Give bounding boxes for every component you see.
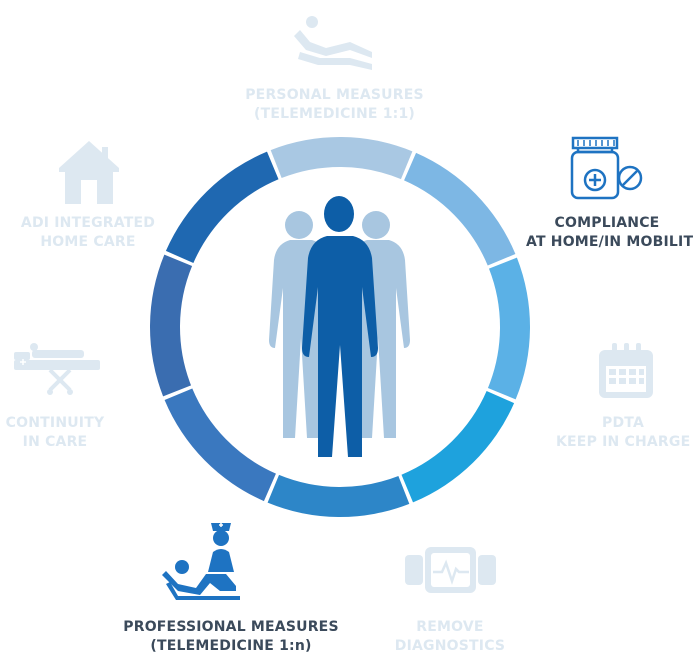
care-cycle-ring <box>149 137 531 517</box>
reclining-patient-icon <box>294 16 372 70</box>
label-personal-measures: PERSONAL MEASURES (TELEMEDICINE 1:1) <box>242 86 427 124</box>
label-compliance-line1: COMPLIANCE <box>554 215 660 231</box>
ring-segment <box>487 257 531 400</box>
label-professional-measures-line2: (TELEMEDICINE 1:n) <box>150 638 312 654</box>
ring-segment <box>270 137 413 180</box>
label-remove-diagnostics-line1: REMOVE <box>416 619 484 635</box>
ring-segment <box>404 152 516 266</box>
label-adi-line1: ADI INTEGRATED <box>20 215 156 231</box>
wearable-monitor-icon <box>405 547 496 593</box>
person-front-silhouette <box>302 196 378 457</box>
medicine-bottle-icon <box>570 136 643 200</box>
ring-segment <box>267 474 410 517</box>
label-adi-line2: HOME CARE <box>40 234 136 250</box>
label-remove-diagnostics: REMOVE DIAGNOSTICS <box>388 618 512 656</box>
nurse-patient-icon <box>162 523 240 600</box>
label-remove-diagnostics-line2: DIAGNOSTICS <box>394 638 506 654</box>
label-continuity-line1: CONTINUITY <box>5 415 105 431</box>
house-icon <box>59 141 119 204</box>
label-pdta-line1: PDTA <box>602 415 644 431</box>
label-pdta-line2: KEEP IN CHARGE <box>556 434 691 450</box>
label-continuity-line2: IN CARE <box>22 434 88 450</box>
label-compliance-line2: AT HOME/IN MOBILITY <box>526 234 693 250</box>
stretcher-icon <box>14 343 100 395</box>
ring-segment <box>401 391 515 503</box>
ring-segment <box>165 151 279 263</box>
label-pdta: PDTA KEEP IN CHARGE <box>556 414 690 452</box>
label-personal-measures-line2: (TELEMEDICINE 1:1) <box>253 106 416 122</box>
label-continuity: CONTINUITY IN CARE <box>2 414 108 452</box>
people-group-icon <box>269 196 410 457</box>
label-adi: ADI INTEGRATED HOME CARE <box>18 214 158 252</box>
calendar-icon <box>599 343 653 398</box>
label-compliance: COMPLIANCE AT HOME/IN MOBILITY <box>526 214 693 252</box>
ring-segment <box>164 388 276 502</box>
label-personal-measures-line1: PERSONAL MEASURES <box>245 87 424 103</box>
ring-segment <box>149 254 193 397</box>
label-professional-measures: PROFESSIONAL MEASURES (TELEMEDICINE 1:n) <box>118 618 344 656</box>
label-professional-measures-line1: PROFESSIONAL MEASURES <box>123 619 339 635</box>
